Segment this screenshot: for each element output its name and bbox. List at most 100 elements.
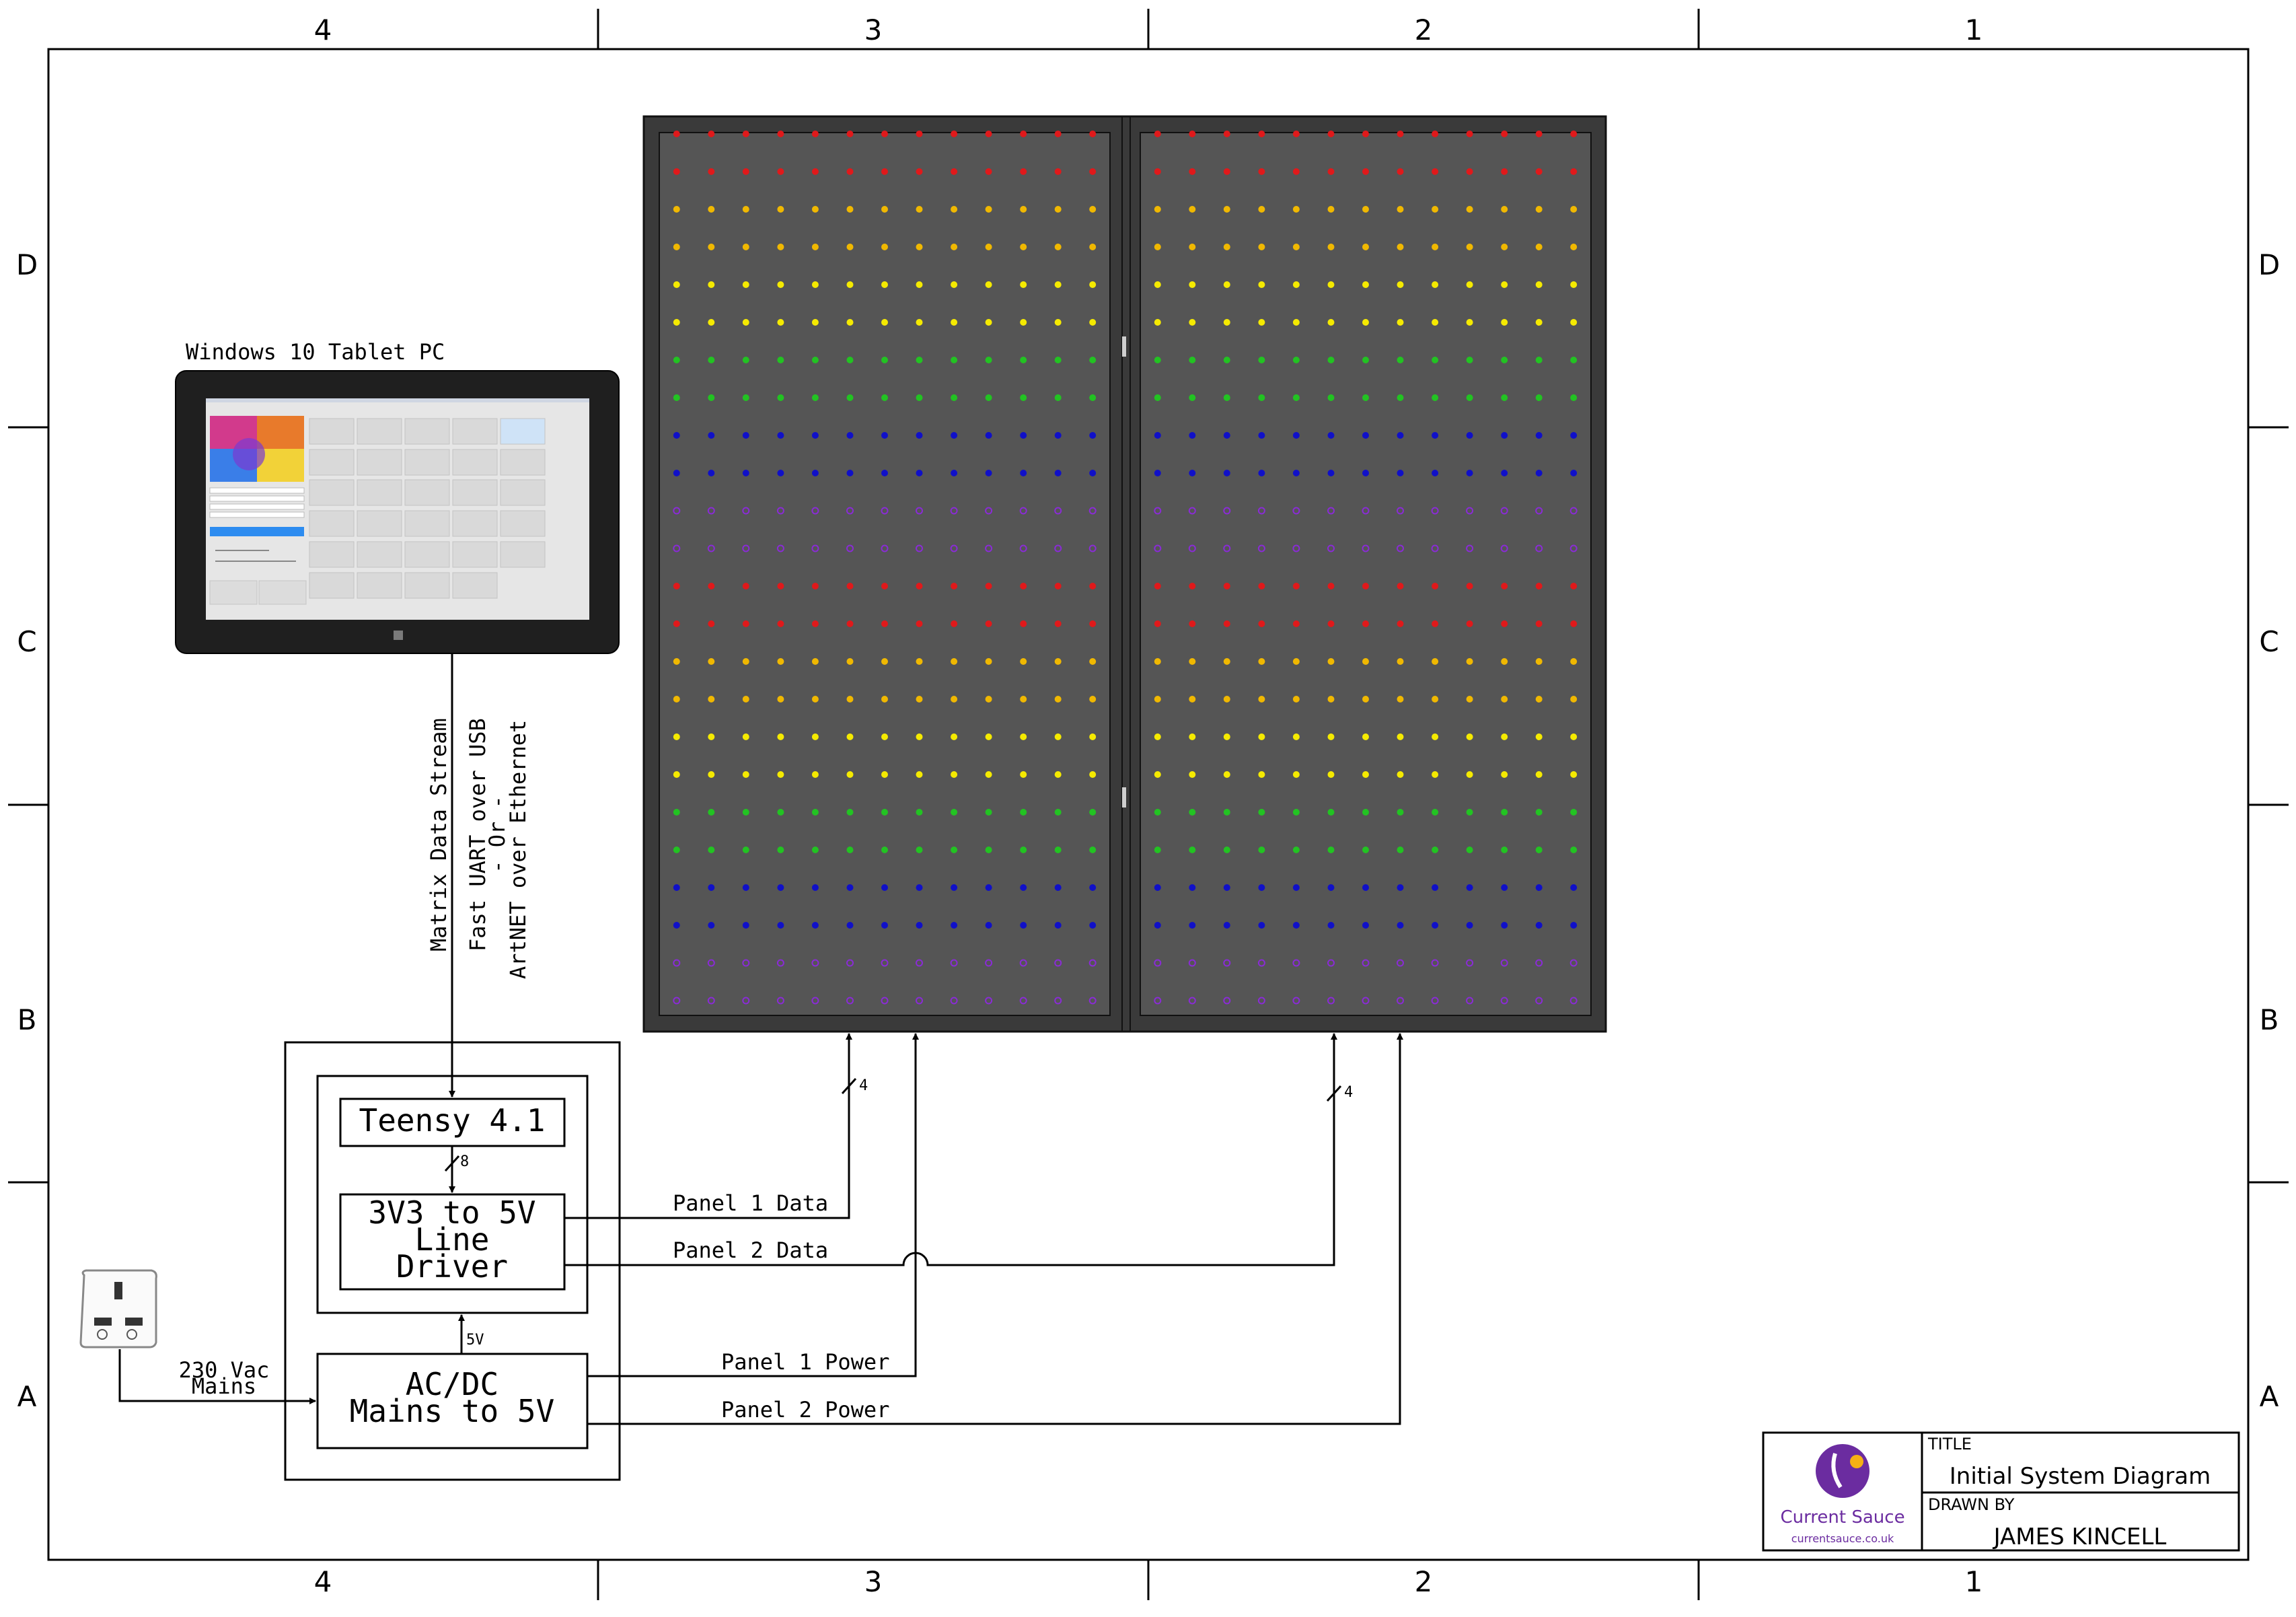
led-dot: [1154, 771, 1161, 778]
led-dot: [777, 583, 784, 589]
led-dot: [1154, 281, 1161, 288]
led-dot: [846, 922, 854, 929]
column-label-top: 1: [1965, 13, 1983, 46]
led-dot: [1327, 206, 1335, 213]
led-dot: [777, 281, 784, 288]
led-dot: [1188, 997, 1196, 1005]
led-dot: [1431, 507, 1439, 515]
led-dot: [1397, 357, 1404, 363]
led-dot: [777, 620, 784, 627]
led-dot: [951, 131, 958, 137]
led-dot: [1223, 470, 1230, 476]
led-dot: [1535, 809, 1543, 816]
led-dot: [1154, 357, 1161, 363]
led-dot: [1362, 357, 1369, 363]
led-dot: [846, 733, 854, 740]
app-button: [357, 541, 402, 568]
row-label-right: D: [2258, 248, 2280, 281]
led-dot: [673, 959, 681, 967]
title-field-label: TITLE: [1927, 1435, 1972, 1453]
panel2-data-label: Panel 2 Data: [673, 1237, 828, 1263]
led-dot: [1019, 507, 1027, 515]
led-dot: [1362, 658, 1369, 665]
led-dot: [1501, 244, 1508, 250]
led-dot: [777, 884, 784, 891]
led-dot: [1020, 432, 1027, 439]
led-dot: [1089, 168, 1097, 175]
led-dot: [881, 583, 888, 589]
led-dot: [916, 470, 923, 476]
led-dot: [1432, 394, 1439, 401]
led-dot: [1501, 771, 1508, 778]
led-dot: [1432, 583, 1439, 589]
led-dot: [777, 658, 784, 665]
led-dot: [951, 884, 958, 891]
led-dot: [1535, 206, 1543, 213]
led-dot: [1292, 131, 1300, 137]
led-dot: [1154, 470, 1161, 476]
led-dot: [881, 168, 888, 175]
row-label-right: C: [2259, 625, 2279, 658]
led-dot: [951, 620, 958, 627]
led-dot: [1535, 696, 1543, 703]
led-dot: [1188, 959, 1196, 967]
led-dot: [1154, 620, 1161, 627]
led-dot: [1501, 884, 1508, 891]
led-dot: [1327, 432, 1335, 439]
led-dot: [985, 244, 992, 250]
led-dot: [1327, 357, 1335, 363]
led-dot: [1397, 470, 1404, 476]
led-dot: [1089, 884, 1097, 891]
led-dot: [673, 658, 680, 665]
led-dot: [1054, 319, 1062, 326]
led-dot: [1569, 997, 1578, 1005]
led-dot: [1432, 206, 1439, 213]
led-dot: [811, 507, 819, 515]
led-dot: [1089, 394, 1097, 401]
led-dot: [881, 696, 888, 703]
company-name: Current Sauce: [1780, 1507, 1904, 1528]
led-dot: [1223, 922, 1230, 929]
led-dot: [708, 470, 715, 476]
app-button: [500, 418, 546, 445]
led-dot: [846, 884, 854, 891]
led-dot: [708, 847, 715, 853]
led-dot: [708, 884, 715, 891]
led-dot: [951, 696, 958, 703]
led-dot: [708, 922, 715, 929]
company-website: currentsauce.co.uk: [1791, 1532, 1894, 1545]
led-dot: [1569, 959, 1578, 967]
led-dot: [1397, 544, 1404, 552]
drawn-by-label: DRAWN BY: [1928, 1495, 2015, 1514]
led-dot: [1189, 432, 1196, 439]
bus-width-teensy: 8: [460, 1153, 469, 1170]
led-dot: [916, 959, 923, 967]
led-dot: [1501, 281, 1508, 288]
led-dot: [1569, 544, 1578, 552]
led-dot: [1089, 244, 1097, 250]
led-dot: [1189, 168, 1196, 175]
led-dot: [1154, 658, 1161, 665]
led-dot: [777, 394, 784, 401]
windows-icon: [394, 631, 403, 640]
led-dot: [1292, 997, 1300, 1005]
app-button: [404, 572, 450, 599]
led-dot: [1189, 394, 1196, 401]
led-dot: [1570, 168, 1578, 175]
led-dot: [1054, 771, 1062, 778]
led-dot: [1397, 206, 1404, 213]
led-dot: [951, 771, 958, 778]
led-dot: [742, 357, 749, 363]
app-button: [452, 479, 498, 506]
led-dot: [951, 281, 958, 288]
led-dot: [1432, 470, 1439, 476]
led-dot: [1154, 847, 1161, 853]
led-dot: [1432, 922, 1439, 929]
stream-label-line2: Fast UART over USB: [465, 718, 490, 951]
led-dot: [881, 847, 888, 853]
led-dot: [1432, 319, 1439, 326]
led-dot: [951, 733, 958, 740]
led-dot: [916, 507, 923, 515]
led-dot: [1397, 620, 1404, 627]
led-dot: [707, 544, 715, 552]
